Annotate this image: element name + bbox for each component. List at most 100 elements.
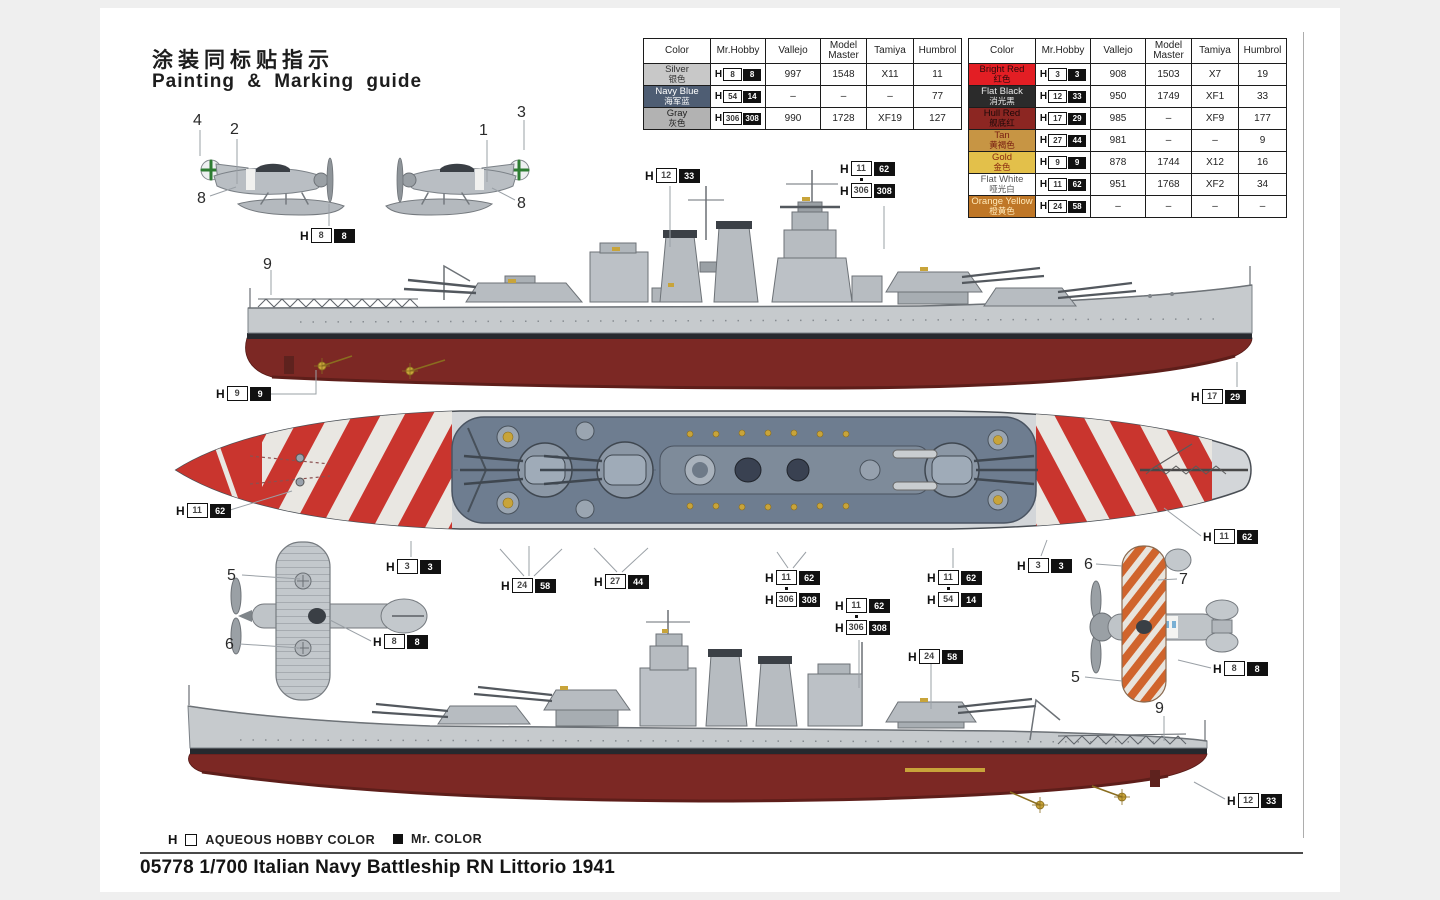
callout-number-9: 9 [1155, 700, 1164, 717]
callout-number-6: 6 [1084, 556, 1093, 573]
aqueous-number: 54 [937, 592, 959, 607]
color-name-cn: 橙黄色 [989, 205, 1015, 216]
aqueous-number: 11 [186, 503, 208, 518]
table-header-cell: Mr.Hobby [710, 38, 766, 64]
aqueous-h-label: H [714, 113, 723, 124]
mr-color-number: 8 [1246, 661, 1268, 676]
legend-mr-color: Mr. COLOR [393, 832, 482, 846]
table-header-cell: Tamiya [1191, 38, 1239, 64]
aqueous-h-label: H [386, 559, 395, 574]
color-name-cn: 消光黑 [989, 95, 1015, 106]
aqueous-h-label: H [300, 228, 309, 243]
aqueous-h-label: H [1039, 91, 1048, 102]
mr-color-number: 8 [406, 634, 428, 649]
aqueous-h-label: H [765, 570, 774, 585]
legend-aqueous: H AQUEOUS HOBBY COLOR [168, 832, 375, 847]
callout-number-1: 1 [479, 122, 488, 139]
mr-color-number: 62 [1236, 529, 1258, 544]
battleship-plan-view [174, 410, 1252, 530]
aqueous-number: 27 [1048, 134, 1068, 147]
aqueous-number: 24 [918, 649, 940, 664]
table-header-cell: Model Master [820, 38, 867, 64]
black-square-icon [393, 834, 403, 844]
aqueous-h-label: H [176, 503, 185, 518]
color-name-en: Gold [991, 151, 1013, 163]
paint-code-cell: 1503 [1145, 63, 1192, 86]
table-header-cell: Vallejo [765, 38, 821, 64]
aqueous-h-label: H [840, 161, 849, 176]
color-name-en: Tan [994, 129, 1010, 141]
mr-color-number: 308 [873, 183, 895, 198]
paint-code-cell: 177 [1238, 107, 1287, 130]
mr-color-number: 62 [868, 598, 890, 613]
mr-color-number: 33 [1068, 90, 1087, 103]
callout-number-6: 6 [225, 636, 234, 653]
aqueous-number: 8 [723, 68, 743, 81]
mr-color-number: 9 [249, 386, 271, 401]
mr-color-number: 9 [1068, 156, 1087, 169]
paint-code-cell: – [1145, 107, 1192, 130]
stack-connector-dot [855, 615, 858, 618]
color-name-en: Silver [665, 63, 689, 75]
mr-color-number: 14 [960, 592, 982, 607]
aqueous-number: 54 [723, 90, 743, 103]
mr-color-number: 3 [1068, 68, 1087, 81]
paint-code-cell: – [1145, 195, 1192, 218]
battleship-side-view-top [245, 170, 1253, 390]
paint-code-cell: – [1238, 195, 1287, 218]
color-name-cn: 海军蓝 [664, 95, 690, 106]
aqueous-number: 11 [845, 598, 867, 613]
paint-code-cell: XF9 [1191, 107, 1239, 130]
paint-code-cell: 981 [1090, 129, 1146, 152]
aqueous-number: 27 [604, 574, 626, 589]
paint-code-cell: 16 [1238, 151, 1287, 174]
aqueous-number: 11 [775, 570, 797, 585]
color-name-en: Orange Yellow [971, 195, 1033, 207]
mr-color-number: 62 [798, 570, 820, 585]
mr-color-number: 8 [743, 68, 762, 81]
aqueous-h-label: H [594, 574, 603, 589]
paint-code-cell: XF19 [866, 107, 914, 130]
aqueous-h-label: H [765, 592, 774, 607]
mr-color-number: 62 [873, 161, 895, 176]
paint-code-cell: 1749 [1145, 85, 1192, 108]
aqueous-h-label: H [501, 578, 510, 593]
aqueous-number: 11 [1213, 529, 1235, 544]
table-header-cell: Color [968, 38, 1036, 64]
aqueous-number: 12 [655, 168, 677, 183]
paint-code-cell: 908 [1090, 63, 1146, 86]
paint-code-cell: 11 [913, 63, 962, 86]
paint-code-cell: – [1090, 195, 1146, 218]
page-title-cn: 涂装同标贴指示 [152, 49, 334, 72]
aqueous-number: 3 [1048, 68, 1068, 81]
aqueous-h-label: H [1039, 157, 1048, 168]
callout-number-8: 8 [517, 195, 526, 212]
paint-code-cell: 1728 [820, 107, 867, 130]
callout-number-9: 9 [263, 256, 272, 273]
